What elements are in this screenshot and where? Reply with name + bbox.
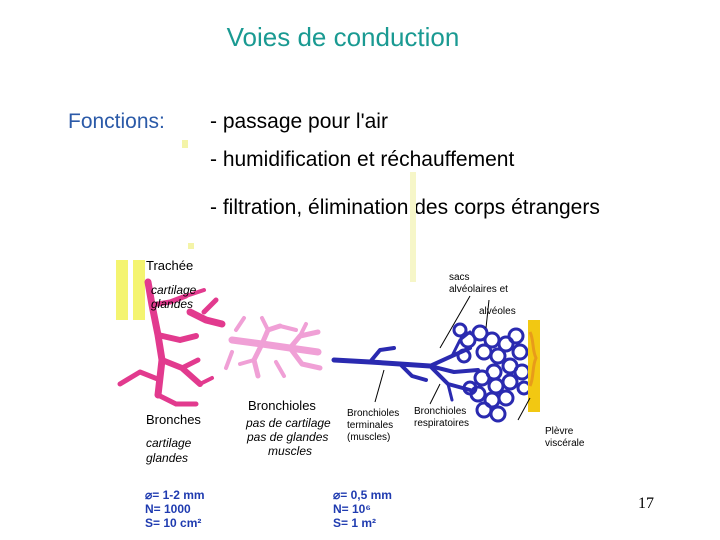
function-item-air-passage: - passage pour l'air [210, 110, 388, 133]
stats-right-diameter: ⌀= 0,5 mm [333, 488, 392, 502]
label-sacs-1: sacs [449, 272, 470, 283]
stats-left-count: N= 1000 [145, 502, 191, 516]
stats-left-diameter: ⌀= 1-2 mm [145, 488, 205, 502]
label-terminales-2: terminales [347, 420, 394, 431]
pointer-sacs [439, 295, 471, 349]
function-item-humidification: - humidification et réchauffement [210, 148, 515, 171]
page-number: 17 [638, 495, 654, 512]
faint-pleura-band [410, 172, 416, 282]
label-bronchioles-desc-3: muscles [268, 444, 313, 458]
label-terminales-1: Bronchioles [347, 408, 400, 419]
label-sacs-3: alvéoles [479, 306, 516, 317]
function-item-filtration: - filtration, élimination des corps étra… [210, 196, 600, 219]
pointer-plevre [517, 397, 531, 421]
label-respiratoires-1: Bronchioles [414, 406, 467, 417]
pointer-alveoles [485, 299, 490, 329]
label-bronchioles-desc-1: pas de cartilage [246, 416, 331, 430]
label-plevre-2: viscérale [545, 438, 585, 449]
pointer-terminales [374, 369, 385, 403]
faint-mark [188, 243, 194, 249]
label-bronchioles-desc-2: pas de glandes [247, 430, 329, 444]
label-terminales-3: (muscles) [347, 432, 391, 443]
label-plevre-1: Plèvre [545, 426, 574, 437]
terminal-bronchioles-tree [331, 330, 480, 402]
stats-left-surface: S= 10 cm² [145, 516, 202, 530]
label-respiratoires-2: respiratoires [414, 418, 470, 429]
bronchioles-tree [224, 316, 323, 379]
label-bronchioles: Bronchioles [248, 398, 316, 413]
bronchi-tree [117, 278, 226, 407]
stats-right-surface: S= 1 m² [333, 516, 377, 530]
label-trachee: Trachée [146, 258, 194, 273]
visceral-pleura [528, 320, 540, 412]
faint-mark [182, 140, 188, 148]
functions-label: Fonctions: [68, 110, 165, 133]
page-title: Voies de conduction [226, 22, 460, 52]
label-trachee-tissue-2: glandes [151, 297, 194, 311]
label-bronches: Bronches [146, 412, 201, 427]
label-sacs-2: alvéolaires et [449, 284, 508, 295]
pointer-lines [374, 295, 531, 421]
label-bronches-tissue-2: glandes [146, 451, 189, 465]
trachea-shape [116, 260, 145, 320]
label-bronches-tissue-1: cartilage [146, 436, 192, 450]
label-trachee-tissue-1: cartilage [151, 283, 197, 297]
pointer-respiratoires [429, 383, 441, 405]
stats-right-count: N= 10⁶ [333, 502, 371, 516]
